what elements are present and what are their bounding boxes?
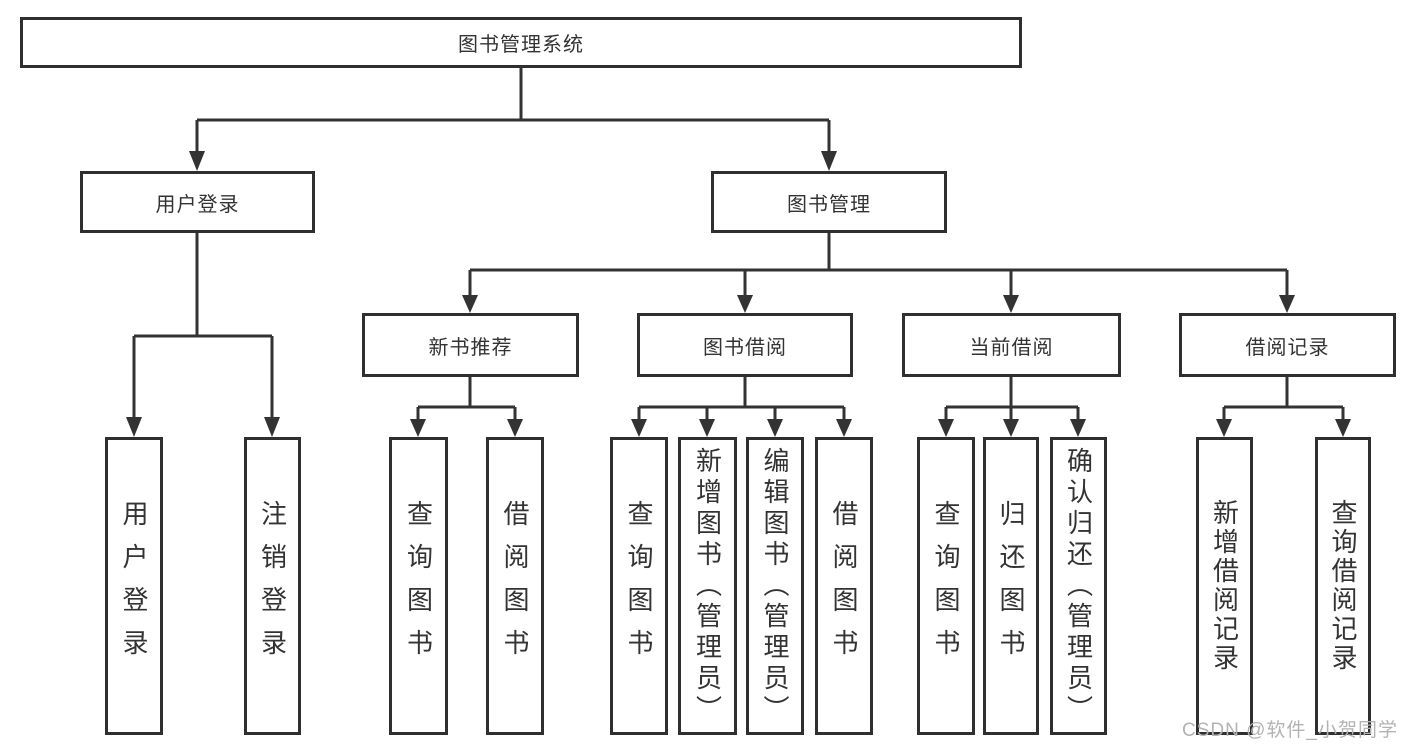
leaf-label: 查询图书 xyxy=(624,500,654,672)
leaf-add-books-admin: 新增图书（管理员） xyxy=(678,437,737,735)
leaf-label: 查询图书 xyxy=(931,500,961,672)
leaf-borrow-books: 借阅图书 xyxy=(815,437,873,735)
leaf-confirm-return-admin: 确认归还（管理员） xyxy=(1050,437,1107,735)
leaf-query-books-current: 查询图书 xyxy=(917,437,975,735)
leaf-label: 注销登录 xyxy=(257,500,288,672)
leaf-label: 查询图书 xyxy=(403,500,434,672)
node-user-login: 用户登录 xyxy=(80,171,315,233)
leaf-query-books-rec: 查询图书 xyxy=(389,437,448,735)
leaf-query-books-borrow: 查询图书 xyxy=(610,437,668,735)
leaf-label: 归还图书 xyxy=(996,500,1026,672)
connector-borrow-records-children xyxy=(1216,377,1351,437)
leaf-user-login: 用户登录 xyxy=(105,437,163,735)
leaf-label: 编辑图书（管理员） xyxy=(760,446,790,726)
leaf-logout: 注销登录 xyxy=(244,437,301,735)
leaf-label: 确认归还（管理员） xyxy=(1063,446,1094,726)
connector-new-book-rec-children xyxy=(410,377,523,437)
node-borrowing-records: 借阅记录 xyxy=(1179,313,1396,377)
leaf-label: 新增借阅记录 xyxy=(1209,499,1240,673)
connector-user-login-children xyxy=(126,233,280,437)
connector-book-borrow-children xyxy=(631,377,852,437)
node-book-management: 图书管理 xyxy=(711,171,947,233)
leaf-label: 借阅图书 xyxy=(829,500,859,672)
node-library-management-system: 图书管理系统 xyxy=(20,17,1022,68)
node-current-borrowing: 当前借阅 xyxy=(902,313,1121,377)
leaf-add-borrow-record: 新增借阅记录 xyxy=(1196,437,1253,735)
leaf-label: 新增图书（管理员） xyxy=(692,446,723,726)
leaf-query-borrow-record: 查询借阅记录 xyxy=(1315,437,1371,735)
leaf-label: 用户登录 xyxy=(119,500,149,672)
node-book-borrowing: 图书借阅 xyxy=(637,313,853,377)
leaf-edit-books-admin: 编辑图书（管理员） xyxy=(746,437,804,735)
connector-root-to-children xyxy=(189,68,837,171)
connector-book-management-children xyxy=(462,233,1295,313)
connector-current-borrow-children xyxy=(938,377,1086,437)
node-new-book-recommendation: 新书推荐 xyxy=(362,313,579,377)
leaf-return-books: 归还图书 xyxy=(983,437,1039,735)
leaf-label: 借阅图书 xyxy=(500,500,530,672)
leaf-borrow-books-rec: 借阅图书 xyxy=(486,437,544,735)
leaf-label: 查询借阅记录 xyxy=(1328,499,1358,673)
csdn-watermark: CSDN @软件_小贺同学 xyxy=(1182,720,1398,741)
